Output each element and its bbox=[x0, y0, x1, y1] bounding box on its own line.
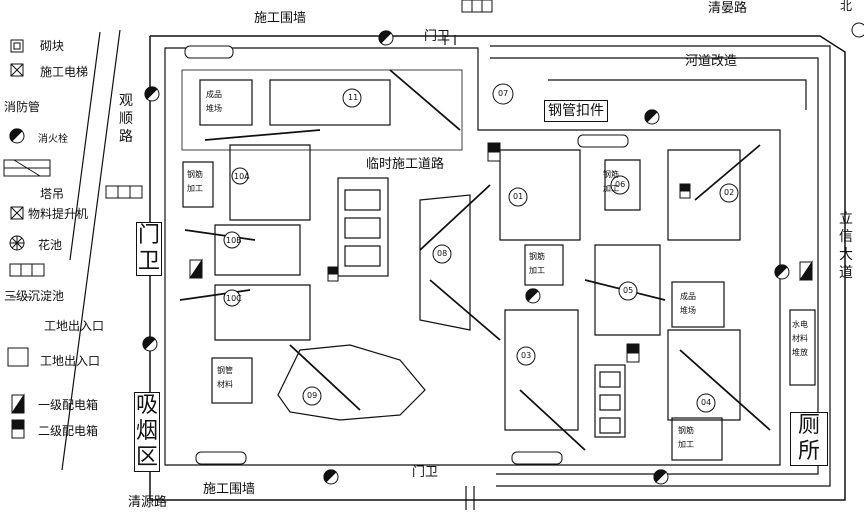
yard-e: 钢管 材料 bbox=[217, 366, 233, 389]
building-06 bbox=[604, 159, 641, 211]
north-label: 北 bbox=[840, 0, 853, 13]
building-02 bbox=[667, 149, 741, 241]
steel-label: 钢管扣件 bbox=[544, 100, 608, 122]
bldg-10a: 10A bbox=[234, 172, 250, 181]
yard-c: 钢筋 加工 bbox=[187, 170, 203, 193]
ring-road bbox=[164, 47, 781, 466]
building-04 bbox=[667, 329, 741, 421]
qingyuan-road: 清源路 bbox=[128, 495, 168, 510]
bldg-05: 05 bbox=[623, 286, 634, 295]
gate-left: 门卫 bbox=[136, 222, 162, 276]
yard-h: 钢筋 加工 bbox=[603, 170, 619, 193]
bldg-07: 07 bbox=[498, 89, 509, 98]
legend-hydrant: 消火栓 bbox=[38, 134, 68, 145]
yard-g: 钢筋 加工 bbox=[678, 426, 694, 449]
smoking-area: 吸烟区 bbox=[134, 392, 160, 472]
building-01 bbox=[499, 149, 581, 241]
yard-d-box bbox=[524, 244, 564, 286]
yard-f-box bbox=[789, 309, 816, 386]
bldg-04: 04 bbox=[701, 398, 712, 407]
legend-entry-dash: 工地出入口 bbox=[44, 319, 105, 333]
river-label: 河道改造 bbox=[685, 54, 738, 69]
legend-lift: 物料提升机 bbox=[28, 207, 89, 221]
legend-fire-pipe: 消防管 bbox=[4, 100, 41, 114]
building-09 bbox=[277, 344, 426, 421]
yard-a: 成品 堆场 bbox=[206, 90, 222, 113]
building-05 bbox=[594, 244, 661, 336]
building-10a bbox=[229, 144, 311, 221]
legend-entry-gate: 工地出入口 bbox=[40, 354, 101, 368]
bldg-10b: 10B bbox=[226, 236, 242, 245]
bldg-11: 11 bbox=[348, 93, 359, 102]
bldg-06: 06 bbox=[615, 180, 626, 189]
legend-tank: 三级沉淀池 bbox=[4, 289, 65, 303]
guanshun-road: 观顺路 bbox=[119, 93, 133, 145]
temp-road-label: 临时施工道路 bbox=[366, 157, 445, 172]
legend-box1: 一级配电箱 bbox=[38, 398, 99, 412]
guanshun-road bbox=[61, 29, 121, 471]
river-channel bbox=[490, 45, 831, 487]
yard-d: 钢筋 加工 bbox=[529, 252, 545, 275]
bldg-01: 01 bbox=[513, 192, 524, 201]
bldg-09: 09 bbox=[307, 391, 318, 400]
lixin-road: 立信大道 bbox=[839, 211, 853, 281]
car bbox=[184, 45, 234, 59]
yard-a-box bbox=[199, 79, 253, 126]
toilet: 厕所 bbox=[790, 412, 828, 466]
top-wall-label: 施工围墙 bbox=[254, 11, 307, 26]
yard-g-box bbox=[671, 417, 723, 461]
legend-flower: 花池 bbox=[38, 238, 63, 252]
building-03 bbox=[504, 309, 579, 431]
legend-brick: 砌块 bbox=[40, 39, 65, 53]
yard-b-box bbox=[671, 281, 725, 328]
bottom-wall-label: 施工围墙 bbox=[203, 482, 256, 497]
building-11 bbox=[269, 79, 391, 126]
building-10c bbox=[214, 284, 311, 341]
legend-tower-crane: 塔吊 bbox=[40, 187, 65, 201]
legend-box2: 二级配电箱 bbox=[38, 424, 99, 438]
bldg-08: 08 bbox=[437, 249, 448, 258]
building-08 bbox=[419, 194, 471, 331]
yard-e-box bbox=[211, 357, 253, 404]
brick-stack-2 bbox=[594, 364, 626, 438]
yard-c-box bbox=[182, 161, 214, 208]
yard-b: 成品 堆场 bbox=[680, 292, 696, 315]
bldg-10c: 10C bbox=[226, 294, 242, 303]
yard-f: 水电 材料 堆放 bbox=[792, 320, 808, 357]
site-wall bbox=[149, 35, 846, 501]
legend-hoist: 施工电梯 bbox=[40, 65, 89, 79]
qingyan-road: 清晏路 bbox=[708, 1, 748, 16]
gate-top: 门卫 bbox=[424, 29, 451, 44]
building-10b bbox=[214, 224, 301, 276]
brick-stack-1 bbox=[337, 177, 389, 277]
bldg-02: 02 bbox=[724, 188, 735, 197]
gate-bottom: 门卫 bbox=[412, 465, 439, 480]
bldg-03: 03 bbox=[521, 351, 532, 360]
